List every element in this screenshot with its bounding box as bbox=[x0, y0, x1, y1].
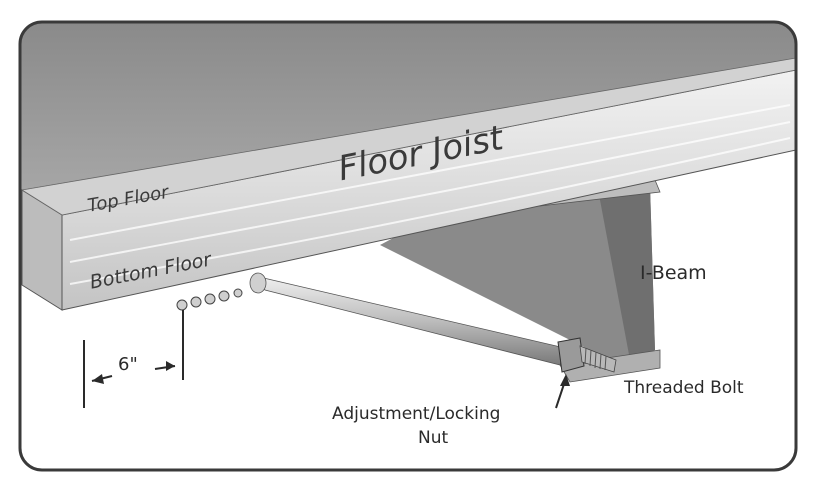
i-beam-web-shade bbox=[590, 185, 655, 360]
label-i-beam: I-Beam bbox=[640, 262, 707, 284]
label-threaded-bolt: Threaded Bolt bbox=[624, 378, 744, 398]
frame-border bbox=[18, 20, 798, 472]
ceiling-surface bbox=[20, 22, 796, 190]
label-adjustment-nut-line2: Nut bbox=[418, 428, 449, 448]
nut-pointer-arrowhead bbox=[560, 374, 570, 386]
measure-right-arrowhead bbox=[166, 361, 175, 371]
adjustment-nut bbox=[557, 337, 585, 373]
label-measurement: 6" bbox=[118, 354, 138, 375]
measure-left-arrowhead bbox=[92, 374, 104, 384]
i-beam-web bbox=[380, 185, 655, 365]
wood-grain bbox=[69, 104, 791, 285]
thread-stub bbox=[579, 345, 617, 373]
label-adjustment-nut-line1: Adjustment/Locking bbox=[332, 404, 501, 424]
rod-end-cap bbox=[249, 272, 267, 294]
joist-top-edge bbox=[20, 57, 796, 216]
thread-lines bbox=[584, 347, 607, 371]
bracket-bolts bbox=[176, 288, 243, 311]
